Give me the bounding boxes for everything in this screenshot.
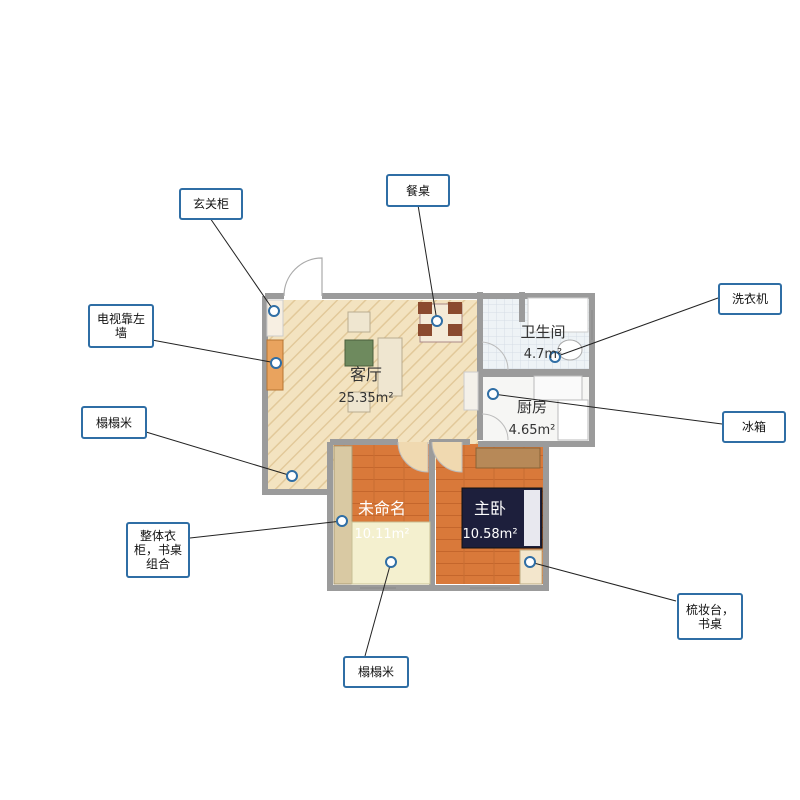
bathroom-area: 4.7m² xyxy=(524,347,563,362)
callout-refrigerator[interactable]: 冰箱 xyxy=(722,411,786,443)
dining-chairs xyxy=(418,302,462,336)
living-room-name: 客厅 xyxy=(350,365,382,384)
callout-washing-machine[interactable]: 洗衣机 xyxy=(718,283,782,315)
leader-lines xyxy=(145,204,723,657)
unnamed-room-area: 10.11m² xyxy=(354,527,409,542)
pillow xyxy=(524,490,540,546)
callout-dining-table[interactable]: 餐桌 xyxy=(386,174,450,207)
marker-wardrobe-desk[interactable] xyxy=(336,515,348,527)
callout-entry-cabinet[interactable]: 玄关柜 xyxy=(179,188,243,220)
kitchen-name: 厨房 xyxy=(517,398,547,416)
bathroom-door xyxy=(481,341,509,371)
bathroom-name: 卫生间 xyxy=(520,323,565,341)
marker-tatami-bottom[interactable] xyxy=(385,556,397,568)
partition xyxy=(463,371,479,411)
entry-door xyxy=(283,257,323,297)
marker-refrigerator[interactable] xyxy=(487,388,499,400)
callout-tv-wall[interactable]: 电视靠左墙 xyxy=(88,304,154,348)
callout-tatami-bottom[interactable]: 榻榻米 xyxy=(343,656,409,688)
marker-dresser-desk[interactable] xyxy=(524,556,536,568)
living-room-area: 25.35m² xyxy=(338,391,393,406)
toilet xyxy=(557,339,583,361)
callout-dresser-desk[interactable]: 梳妆台，书桌 xyxy=(677,593,743,640)
wardrobe xyxy=(333,445,353,585)
master-bedroom-name: 主卧 xyxy=(474,499,506,518)
marker-tv-wall[interactable] xyxy=(270,357,282,369)
shower xyxy=(527,297,589,333)
master-door xyxy=(431,441,463,473)
marker-entry-cabinet[interactable] xyxy=(268,305,280,317)
master-bedroom-area: 10.58m² xyxy=(462,527,517,542)
armchair-bottom xyxy=(347,391,371,413)
marker-dining-table[interactable] xyxy=(431,315,443,327)
coffee-table xyxy=(344,339,374,367)
living-room-floor-lower xyxy=(268,440,332,490)
unnamed-room-name: 未命名 xyxy=(358,499,406,518)
unnamed-room-door xyxy=(397,441,429,473)
tatami xyxy=(351,521,431,585)
callout-wardrobe-desk[interactable]: 整体衣柜，书桌组合 xyxy=(126,522,190,578)
kitchen-door xyxy=(481,413,509,441)
desk xyxy=(475,447,541,469)
armchair-top xyxy=(347,311,371,333)
marker-washing-machine[interactable] xyxy=(549,351,561,363)
sofa xyxy=(377,337,403,397)
markers xyxy=(268,305,561,568)
kitchen-area: 4.65m² xyxy=(509,423,556,438)
marker-tatami-left[interactable] xyxy=(286,470,298,482)
windows xyxy=(360,310,593,589)
stove xyxy=(533,375,583,401)
callout-tatami-left[interactable]: 榻榻米 xyxy=(81,406,147,439)
fridge xyxy=(557,399,589,441)
